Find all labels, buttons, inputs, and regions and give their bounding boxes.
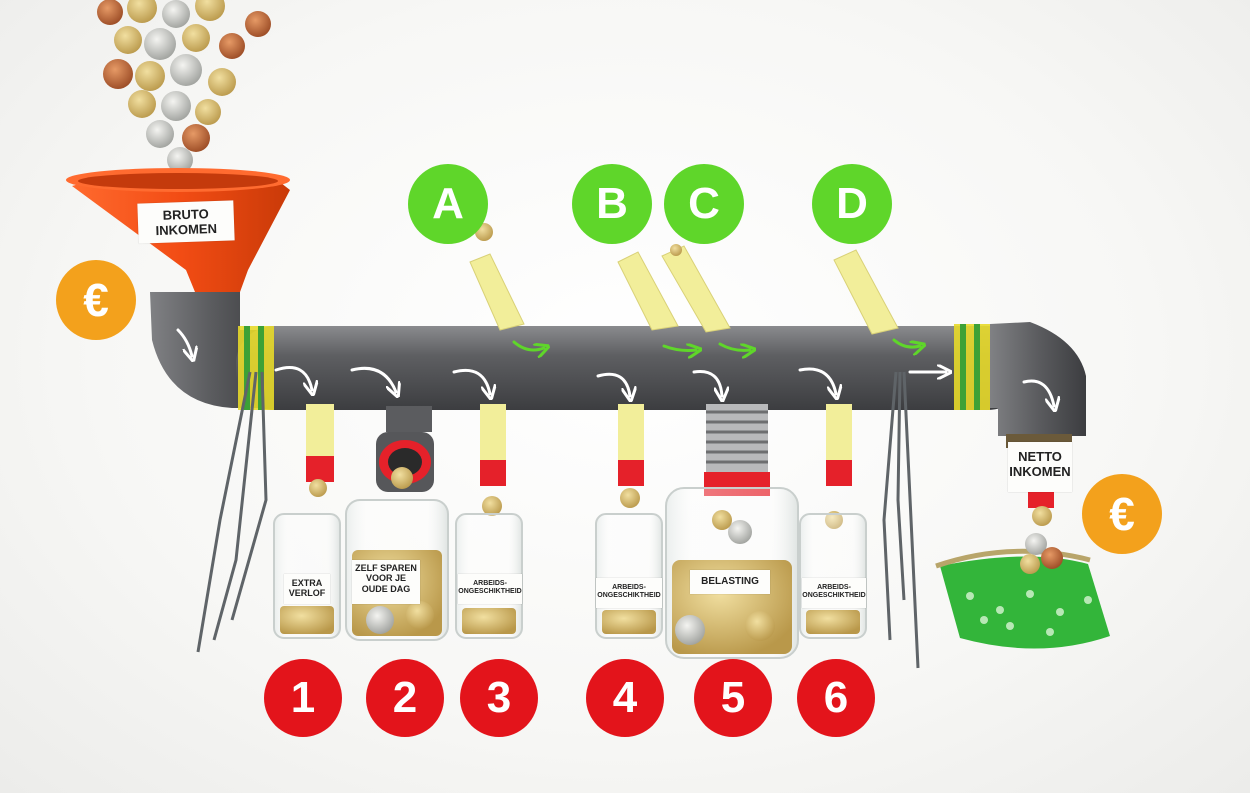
badge-2: 2	[366, 659, 444, 737]
jar-2-line-3: OUDE DAG	[361, 583, 411, 594]
jar-3-line-1: ARBEIDS-	[473, 580, 507, 587]
flow-arrows	[176, 328, 1054, 406]
jar-4-line-2: ONGESCHIKTHEID	[597, 592, 661, 600]
jar-4-line-1: ARBEIDS-	[612, 584, 646, 591]
netto-line-1: NETTO	[1018, 449, 1062, 464]
jar-4-label: ARBEIDS- ONGESCHIKTHEID	[596, 578, 662, 608]
badge-5: 5	[694, 659, 772, 737]
badge-4: 4	[586, 659, 664, 737]
jar-5-label: BELASTING	[690, 570, 770, 594]
pipe-right-elbow	[990, 322, 1086, 448]
savings-outlet	[376, 406, 434, 492]
jar-3-label: ARBEIDS- ONGESCHIKTHEID	[458, 574, 522, 604]
badge-a: A	[408, 164, 488, 244]
jar-6-line-1: ARBEIDS-	[817, 584, 851, 591]
badge-6: 6	[797, 659, 875, 737]
jar-1-label: EXTRA VERLOF	[284, 574, 330, 604]
hanging-strings	[196, 371, 920, 669]
jar-6-label: ARBEIDS- ONGESCHIKTHEID	[802, 578, 866, 608]
bruto-inkomen-label: BRUTO INKOMEN	[137, 200, 235, 244]
jar-3-line-2: ONGESCHIKTHEID	[458, 588, 522, 596]
jar-2-label: ZELF SPAREN VOOR JE OUDE DAG	[352, 560, 420, 604]
green-arrows	[512, 338, 920, 351]
badge-c: C	[664, 164, 744, 244]
jar-1-line-1: EXTRA	[291, 578, 323, 588]
jar-6-line-2: ONGESCHIKTHEID	[802, 592, 866, 600]
netto-inkomen-label: NETTO INKOMEN	[1008, 442, 1072, 492]
euro-badge-left: €	[56, 260, 136, 340]
netto-line-2: INKOMEN	[1009, 463, 1071, 479]
euro-badge-right: €	[1082, 474, 1162, 554]
jar-5-line-1: BELASTING	[701, 576, 759, 587]
bruto-line-2: INKOMEN	[155, 220, 218, 238]
falling-coins	[97, 0, 271, 173]
badge-1: 1	[264, 659, 342, 737]
output-straws	[306, 404, 1054, 508]
tax-spring	[704, 404, 770, 496]
badge-d: D	[812, 164, 892, 244]
badge-b: B	[572, 164, 652, 244]
jar-2-line-2: VOOR JE	[365, 573, 406, 584]
jar-2-line-1: ZELF SPAREN	[355, 563, 417, 573]
input-straws	[469, 245, 899, 335]
jar-1-line-2: VERLOF	[288, 588, 326, 599]
badge-3: 3	[460, 659, 538, 737]
purse	[935, 533, 1110, 649]
